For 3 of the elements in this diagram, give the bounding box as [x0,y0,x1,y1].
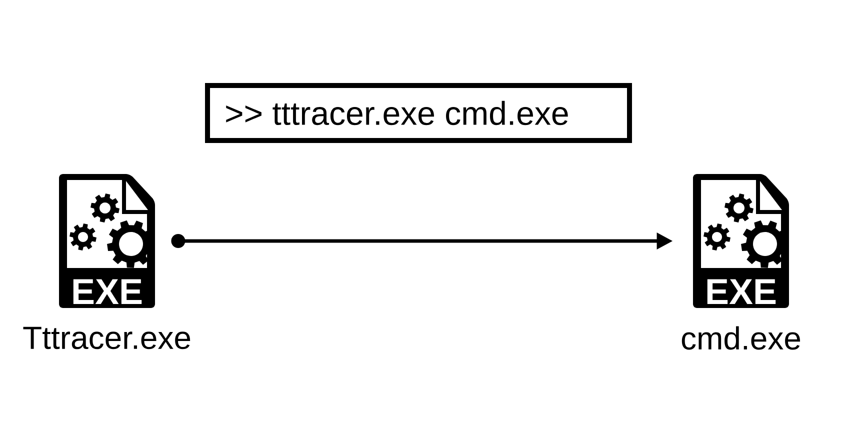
file-name: Tttracer.exe [23,326,190,350]
command-box: >> tttracer.exe cmd.exe [205,83,632,143]
file-name: cmd.exe [682,326,800,350]
